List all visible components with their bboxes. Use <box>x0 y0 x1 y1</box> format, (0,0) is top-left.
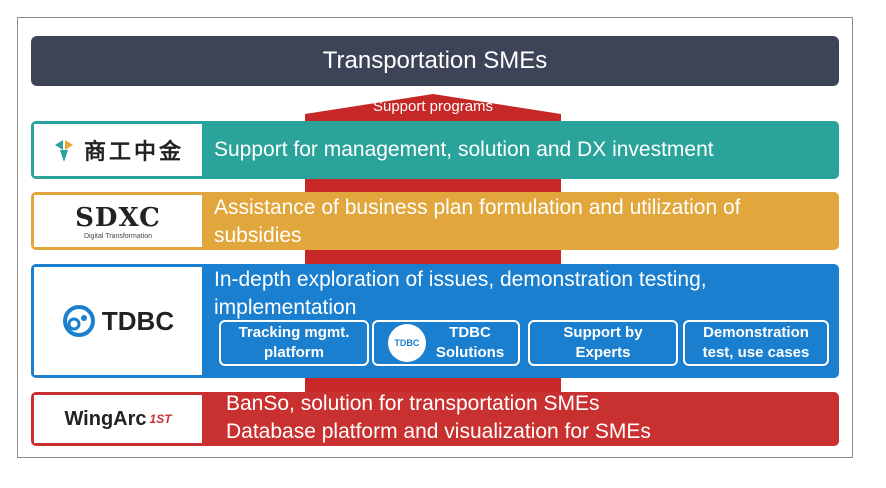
tdbc-text-line1: In-depth exploration of issues, demonstr… <box>214 268 707 291</box>
sdxc-text: Assistance of business plan formulation … <box>214 194 740 250</box>
tdbc-badge-text: TDBC <box>394 338 420 348</box>
sub-item-tdbc-line1: TDBC <box>449 324 491 341</box>
transportation-smes-bar: Transportation SMEs <box>31 36 839 86</box>
wingarc-text-line1: BanSo, solution for transportation SMEs <box>226 392 600 415</box>
sdxc-text-line2: subsidies <box>214 224 302 247</box>
sub-item-tracking-line2: platform <box>263 344 324 361</box>
tdbc-badge-icon: TDBC <box>387 324 426 362</box>
sdxc-logo-text: SDXC <box>75 202 161 233</box>
tdbc-text-line2: implementation <box>214 296 357 319</box>
tdbc-logo-text: TDBC <box>101 305 175 336</box>
row-shoko-chukin: 商工中金 Support for management, solution an… <box>31 121 839 179</box>
sub-item-experts-line1: Support by <box>563 324 643 341</box>
shoko-chukin-logo-text: 商工中金 <box>83 139 184 164</box>
sub-item-experts: Support by Experts <box>528 320 678 366</box>
tdbc-logo: TDBC <box>34 267 202 375</box>
sdxc-logo-sub: Digital Transformation <box>83 232 153 240</box>
support-programs-label: Support programs <box>372 98 494 115</box>
tdbc-text: In-depth exploration of issues, demonstr… <box>214 266 707 322</box>
sub-item-tracking: Tracking mgmt. platform <box>219 320 369 366</box>
tdbc-circles-icon <box>62 305 95 337</box>
sdxc-logo: SDXC Digital Transformation <box>34 195 202 247</box>
sub-item-demo-line1: Demonstration <box>703 324 809 341</box>
shoko-chukin-logo: 商工中金 <box>34 124 202 176</box>
sub-item-tracking-line1: Tracking mgmt. <box>238 324 350 341</box>
sub-item-demo-line2: test, use cases <box>702 344 810 361</box>
wingarc-logo: WingArc 1ST <box>34 395 202 443</box>
row-wingarc: WingArc 1ST BanSo, solution for transpor… <box>31 392 839 446</box>
wingarc-text-line2: Database platform and visualization for … <box>226 420 651 443</box>
shoko-chukin-text: Support for management, solution and DX … <box>214 138 714 161</box>
row-sdxc: SDXC Digital Transformation Assistance o… <box>31 192 839 250</box>
wingarc-logo-text: WingArc <box>64 407 147 430</box>
sub-item-tdbc-line2: Solutions <box>435 344 505 361</box>
top-title: Transportation SMEs <box>322 47 548 74</box>
wingarc-logo-mark: 1ST <box>149 412 172 426</box>
wingarc-text: BanSo, solution for transportation SMEs … <box>226 390 651 446</box>
sub-item-demonstration: Demonstration test, use cases <box>683 320 829 366</box>
sdxc-text-line1: Assistance of business plan formulation … <box>214 196 741 219</box>
sub-item-tdbc-solutions: TDBC TDBC Solutions <box>372 320 520 366</box>
sub-item-experts-line2: Experts <box>575 344 631 361</box>
shoko-chukin-mark-icon <box>54 140 73 162</box>
